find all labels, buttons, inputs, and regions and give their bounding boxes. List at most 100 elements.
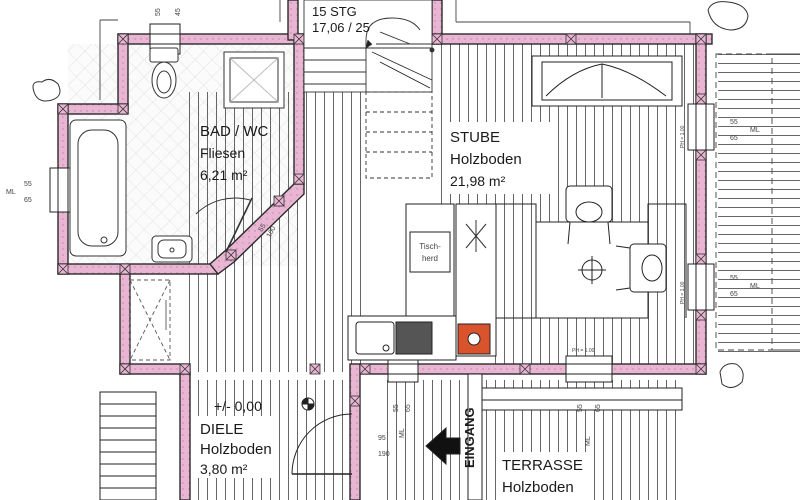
entry-door (291, 413, 353, 475)
wall-stair-left (287, 0, 299, 41)
stube-label-bg (446, 122, 550, 194)
bath-sink (151, 235, 193, 263)
exterior-stones (32, 1, 749, 388)
corner-marker (695, 253, 707, 265)
corner-marker (695, 309, 707, 321)
stone-bottom-right (719, 363, 744, 388)
dim-entry-top-1: 55 (393, 404, 400, 412)
corner-marker (293, 33, 305, 45)
corner-marker (309, 363, 321, 375)
stone-top-right (707, 1, 749, 31)
terrace-name: TERRASSE (502, 457, 583, 474)
terrace-label-bg (498, 452, 594, 500)
corner-marker (695, 363, 707, 375)
corner-marker (565, 33, 577, 45)
corner-marker (695, 93, 707, 105)
kitchen-sink-drain (382, 344, 390, 352)
stove-label-2: herd (422, 254, 438, 263)
hall-wood-floor (185, 92, 365, 372)
level-label: +/- 0,00 (214, 398, 262, 414)
wall-diele-right (349, 363, 361, 500)
corner-marker (57, 263, 69, 275)
bath-name: BAD / WC (200, 123, 269, 140)
dim-bath-door-2: 100 (266, 225, 278, 239)
diele-name: DIELE (200, 421, 243, 438)
bathtub (69, 119, 127, 257)
dim-left-2: 65 (24, 197, 32, 204)
wall-shower-bottom (119, 363, 191, 375)
terrace-floor: Holzboden (502, 479, 574, 496)
radiator (99, 391, 157, 500)
bathroom-fixtures (69, 47, 285, 263)
dim-window-ph: PH = 1.00 (572, 348, 595, 354)
stube-name: STUBE (450, 129, 500, 146)
dim-right-lower-1: 55 (730, 275, 738, 282)
dim-right-lower-2: 65 (730, 291, 738, 298)
corner-marker (119, 363, 131, 375)
wall-bath-bottom (57, 263, 219, 275)
dim-entry-ml: ML (399, 428, 406, 438)
dim-left-1: 55 (24, 181, 32, 188)
chair-right (615, 243, 667, 293)
staircase (303, 0, 435, 179)
entrance-area (99, 373, 683, 500)
bath-door (195, 197, 253, 253)
window-stube-bottom (565, 355, 613, 383)
terrace-step (467, 373, 483, 500)
shower-niche (129, 279, 171, 361)
dim-right-upper-1: 55 (730, 119, 738, 126)
window-right-upper (687, 103, 715, 151)
dim-right-upper-2: 65 (730, 135, 738, 142)
dim-top-1: 55 (155, 8, 162, 16)
stair-ratio: 17,06 / 25 (312, 20, 370, 35)
dim-right-lower-ph: PH = 1.00 (680, 281, 686, 304)
dimension-labels: 55 45 55 65 ML 55 65 ML PH = 1.00 55 65 … (6, 8, 760, 458)
shower-tray (223, 51, 285, 109)
corner-marker (431, 33, 443, 45)
corner-marker (359, 363, 371, 375)
dim-entry-2: 190 (378, 451, 390, 458)
stove-label-1: Tisch- (419, 242, 441, 251)
wall-bath-right (293, 33, 305, 185)
stone-left (32, 78, 61, 102)
exterior-lines (99, 0, 800, 351)
dim-top-2: 45 (175, 8, 182, 16)
wall-stube-right (695, 33, 707, 375)
windows (49, 23, 715, 383)
bath-area: 6,21 m² (200, 167, 248, 183)
dim-terrace-1: 55 (577, 404, 584, 412)
stube-furniture (496, 55, 687, 319)
dim-entry-1: 95 (378, 435, 386, 442)
window-right-lower (687, 263, 715, 311)
dim-terrace-2: 65 (595, 404, 602, 412)
hob-ring (467, 332, 481, 346)
corner-bench (496, 203, 687, 319)
stair-count: 15 STG (312, 4, 357, 19)
toilet (149, 47, 179, 99)
corner-marker (273, 195, 285, 207)
corner-marker (57, 103, 69, 115)
stube-area: 21,98 m² (450, 173, 506, 189)
dim-right-upper-ml: ML (750, 127, 760, 134)
dim-left-ml: ML (6, 189, 16, 196)
wall-bath-top (117, 33, 305, 45)
chair-top (565, 185, 613, 245)
corner-marker (519, 363, 531, 375)
stube-floor: Holzboden (450, 151, 522, 168)
diele-floor: Holzboden (200, 441, 272, 458)
bath-floor: Fliesen (200, 145, 245, 161)
wall-bath-left-upper (117, 33, 129, 111)
bench (531, 55, 683, 107)
wall-shower-top (119, 273, 131, 375)
kitchen-drainboard (395, 321, 433, 355)
wall-diele-left (179, 371, 191, 500)
dim-right-lower-ml: ML (750, 283, 760, 290)
corner-marker (179, 363, 191, 375)
diele-area: 3,80 m² (200, 461, 248, 477)
entrance-arrow (425, 426, 461, 466)
corner-marker (695, 33, 707, 45)
wall-corner-markers (57, 33, 707, 407)
tischherd (409, 231, 451, 273)
dim-right-upper-ph: PH = 1.00 (680, 125, 686, 148)
